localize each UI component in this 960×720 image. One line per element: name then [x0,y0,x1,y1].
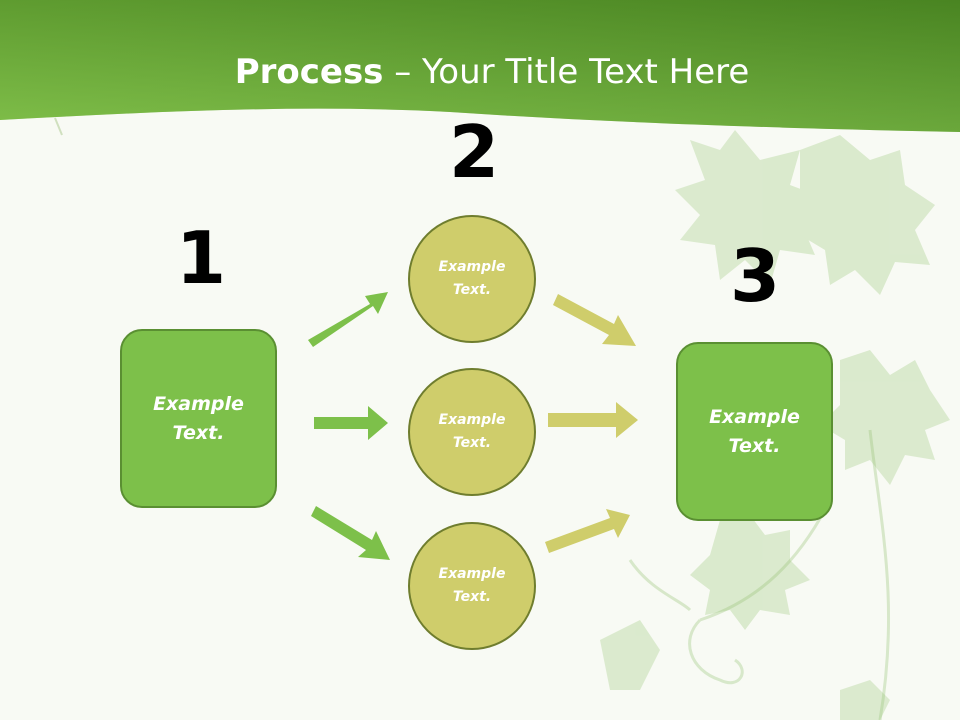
arrow-to-top-circle [308,292,388,347]
title-bold: Process [234,52,384,92]
step-number-3: 3 [730,234,781,318]
title-rest: – Your Title Text Here [383,52,750,92]
arrow-to-middle-circle [314,406,388,440]
end-box: Example Text. [676,342,833,521]
arrow-from-middle-circle [548,402,638,438]
vine-leaves-decoration [600,130,950,720]
circle-bottom-label: Example Text. [438,565,506,605]
slide-title: Process – Your Title Text Here [0,52,960,92]
circle-middle-label: Example Text. [438,411,506,451]
start-box: Example Text. [120,329,277,508]
vine-tendrils [628,429,891,720]
arrow-from-top-circle [553,294,636,346]
step-number-1: 1 [176,216,227,300]
start-box-label: Example Text. [153,393,244,444]
step-number-2: 2 [449,110,500,194]
circle-top: Example Text. [408,215,536,343]
end-box-label: Example Text. [709,406,800,457]
circle-bottom: Example Text. [408,522,536,650]
arrow-from-bottom-circle [545,509,630,553]
circle-top-label: Example Text. [438,258,506,298]
circle-middle: Example Text. [408,368,536,496]
arrow-to-bottom-circle [311,506,390,560]
